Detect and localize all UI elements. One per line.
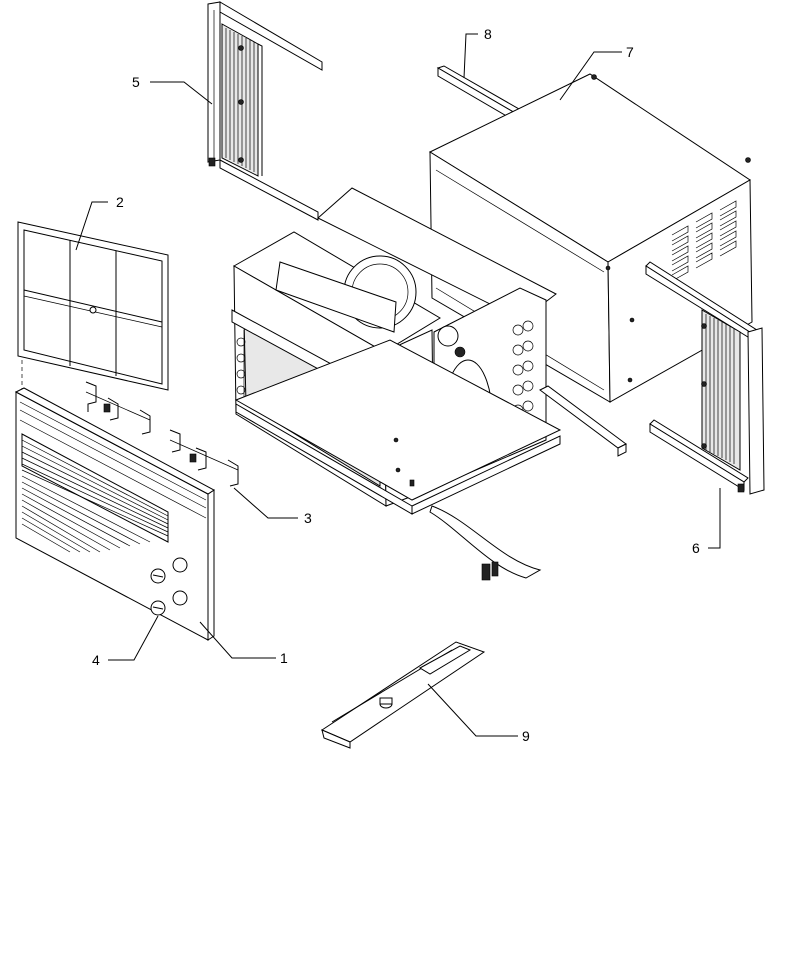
part-3-filter-clips <box>85 381 239 487</box>
callout-6: 6 <box>692 540 700 556</box>
callout-9: 9 <box>522 728 530 744</box>
callout-3: 3 <box>304 510 312 526</box>
chassis-assembly <box>231 187 627 581</box>
leader-lines <box>75 33 721 737</box>
callout-1: 1 <box>280 650 288 666</box>
part-2-air-filter <box>17 221 169 396</box>
part-5-left-side-curtain <box>207 1 323 221</box>
callout-4: 4 <box>92 652 100 668</box>
part-6-right-side-curtain <box>645 261 765 495</box>
part-1-front-grille <box>14 387 215 641</box>
callout-7: 7 <box>626 44 634 60</box>
callout-8: 8 <box>484 26 492 42</box>
part-9-drain-pan <box>320 641 486 749</box>
callout-labels: 1 2 3 4 5 6 7 8 9 <box>92 26 700 744</box>
callout-5: 5 <box>132 74 140 90</box>
callout-2: 2 <box>116 194 124 210</box>
